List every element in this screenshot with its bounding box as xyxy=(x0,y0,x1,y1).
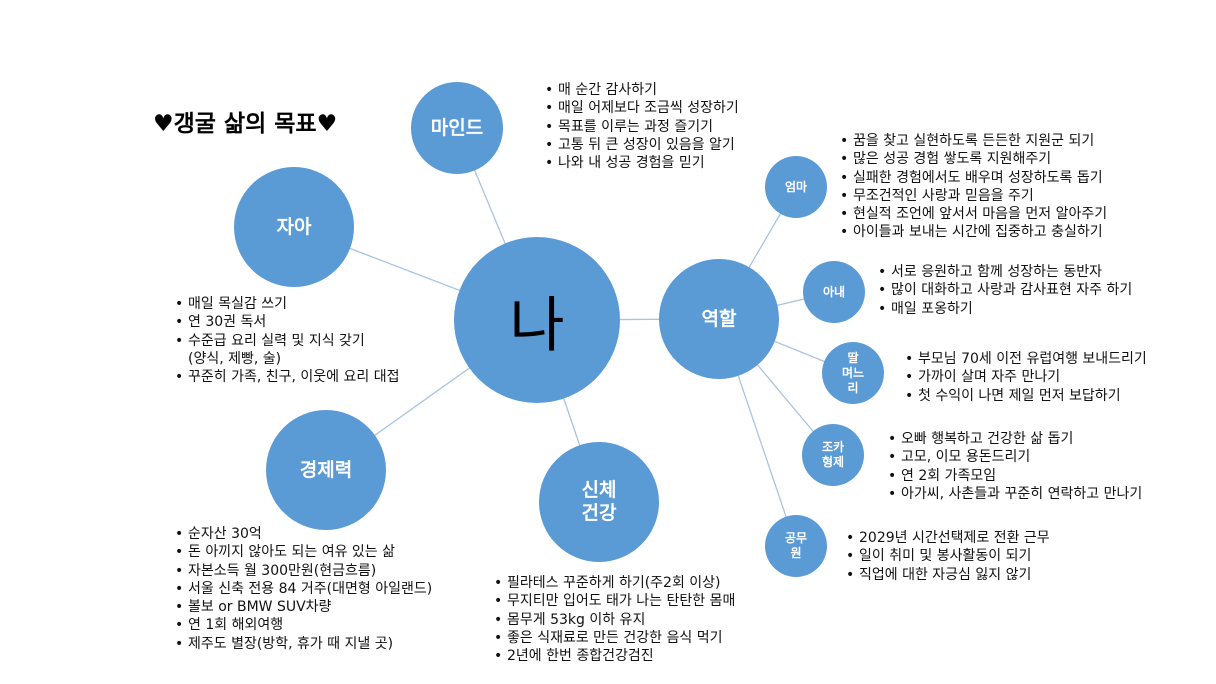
list-item: 첫 수익이 나면 제일 먼저 보답하기 xyxy=(905,387,1147,406)
node-sibling: 조카 형제 xyxy=(802,424,864,486)
economy-goals: 순자산 30억 돈 아끼지 않아도 되는 여유 있는 삶 자본소득 월 300만… xyxy=(175,525,432,653)
wife-goals: 서로 응원하고 함께 성장하는 동반자 많이 대화하고 사랑과 감사표현 자주 … xyxy=(878,263,1132,318)
list-item: 순자산 30억 xyxy=(175,525,432,544)
node-civil: 공무 원 xyxy=(765,515,827,577)
node-label: 딸 며느 리 xyxy=(841,350,865,395)
node-daughter: 딸 며느 리 xyxy=(822,342,884,404)
node-label: 경제력 xyxy=(299,458,353,481)
list-item: 연 2회 가족모임 xyxy=(888,467,1142,486)
list-item: 서울 신축 전용 84 거주(대면형 아일랜드) xyxy=(175,580,432,599)
node-label: 조카 형제 xyxy=(821,440,845,469)
item-text: 수준급 요리 실력 및 지식 갖기 xyxy=(188,332,365,349)
list-item: 고모, 이모 용돈드리기 xyxy=(888,448,1142,467)
self-goals: 매일 목실감 쓰기 연 30권 독서 수준급 요리 실력 및 지식 갖기(양식,… xyxy=(175,295,399,387)
node-label: 아내 xyxy=(822,284,846,299)
node-self: 자아 xyxy=(234,167,354,287)
list-item: 꿈을 찾고 실현하도록 든든한 지원군 되기 xyxy=(840,132,1107,151)
list-item: 제주도 별장(방학, 휴가 때 지낼 곳) xyxy=(175,635,432,654)
node-label: 역할 xyxy=(701,307,737,330)
list-item: 부모님 70세 이전 유럽여행 보내드리기 xyxy=(905,350,1147,369)
node-health: 신체 건강 xyxy=(539,442,659,562)
list-item: 돈 아끼지 않아도 되는 여유 있는 삶 xyxy=(175,543,432,562)
list-item: 볼보 or BMW SUV차량 xyxy=(175,598,432,617)
health-goals: 필라테스 꾸준하게 하기(주2회 이상) 무지티만 입어도 태가 나는 탄탄한 … xyxy=(494,574,735,666)
page-title: ♥갱굴 삶의 목표♥ xyxy=(153,111,338,137)
list-item: 직업에 대한 자긍심 잃지 않기 xyxy=(846,566,1050,585)
list-item: 연 30권 독서 xyxy=(175,313,399,332)
list-item: 매일 포옹하기 xyxy=(878,300,1132,319)
civil-servant-goals: 2029년 시간선택제로 전환 근무 일이 취미 및 봉사활동이 되기 직업에 … xyxy=(846,529,1050,584)
node-label: 마인드 xyxy=(430,116,484,139)
list-item: 일이 취미 및 봉사활동이 되기 xyxy=(846,547,1050,566)
list-item: 많이 대화하고 사랑과 감사표현 자주 하기 xyxy=(878,281,1132,300)
mom-goals: 꿈을 찾고 실현하도록 든든한 지원군 되기 많은 성공 경험 쌓도록 지원해주… xyxy=(840,132,1107,242)
list-item: 매일 목실감 쓰기 xyxy=(175,295,399,314)
item-subtext: (양식, 제빵, 술) xyxy=(188,350,282,367)
list-item: 자본소득 월 300만원(현금흐름) xyxy=(175,562,432,581)
list-item: 서로 응원하고 함께 성장하는 동반자 xyxy=(878,263,1132,282)
list-item: 실패한 경험에서도 배우며 성장하도록 돕기 xyxy=(840,169,1107,188)
node-mom: 엄마 xyxy=(765,156,827,218)
list-item: 꾸준히 가족, 친구, 이웃에 요리 대접 xyxy=(175,368,399,387)
list-item: 연 1회 해외여행 xyxy=(175,616,432,635)
node-mind: 마인드 xyxy=(411,82,503,174)
daughter-goals: 부모님 70세 이전 유럽여행 보내드리기 가까이 살며 자주 만나기 첫 수익… xyxy=(905,350,1147,405)
list-item: 고통 뒤 큰 성장이 있음을 알기 xyxy=(545,136,739,155)
node-wife: 아내 xyxy=(803,261,865,323)
list-item: 오빠 행복하고 건강한 삶 돕기 xyxy=(888,430,1142,449)
list-item: 목표를 이루는 과정 즐기기 xyxy=(545,118,739,137)
node-label: 자아 xyxy=(276,215,312,238)
list-item: 수준급 요리 실력 및 지식 갖기(양식, 제빵, 술) xyxy=(175,332,399,369)
list-item: 아이들과 보내는 시간에 집중하고 충실하기 xyxy=(840,223,1107,242)
list-item: 아가씨, 사촌들과 꾸준히 연락하고 만나기 xyxy=(888,485,1142,504)
center-label: 나 xyxy=(509,290,565,361)
list-item: 필라테스 꾸준하게 하기(주2회 이상) xyxy=(494,574,735,593)
list-item: 무조건적인 사랑과 믿음을 주기 xyxy=(840,187,1107,206)
node-label: 신체 건강 xyxy=(581,479,617,524)
list-item: 매일 어제보다 조금씩 성장하기 xyxy=(545,99,739,118)
node-label: 공무 원 xyxy=(784,531,808,560)
list-item: 가까이 살며 자주 만나기 xyxy=(905,368,1147,387)
sibling-goals: 오빠 행복하고 건강한 삶 돕기 고모, 이모 용돈드리기 연 2회 가족모임 … xyxy=(888,430,1142,503)
list-item: 2029년 시간선택제로 전환 근무 xyxy=(846,529,1050,548)
node-label: 엄마 xyxy=(784,179,808,194)
node-economy: 경제력 xyxy=(266,410,386,530)
mind-goals: 매 순간 감사하기 매일 어제보다 조금씩 성장하기 목표를 이루는 과정 즐기… xyxy=(545,81,739,173)
list-item: 무지티만 입어도 태가 나는 탄탄한 몸매 xyxy=(494,592,735,611)
list-item: 많은 성공 경험 쌓도록 지원해주기 xyxy=(840,150,1107,169)
list-item: 현실적 조언에 앞서서 마음을 먼저 알아주기 xyxy=(840,205,1107,224)
list-item: 나와 내 성공 경험을 믿기 xyxy=(545,154,739,173)
list-item: 매 순간 감사하기 xyxy=(545,81,739,100)
list-item: 2년에 한번 종합건강검진 xyxy=(494,647,735,666)
list-item: 좋은 식재료로 만든 건강한 음식 먹기 xyxy=(494,629,735,648)
node-role: 역할 xyxy=(659,259,779,379)
list-item: 몸무게 53kg 이하 유지 xyxy=(494,611,735,630)
center-node: 나 xyxy=(454,237,620,403)
